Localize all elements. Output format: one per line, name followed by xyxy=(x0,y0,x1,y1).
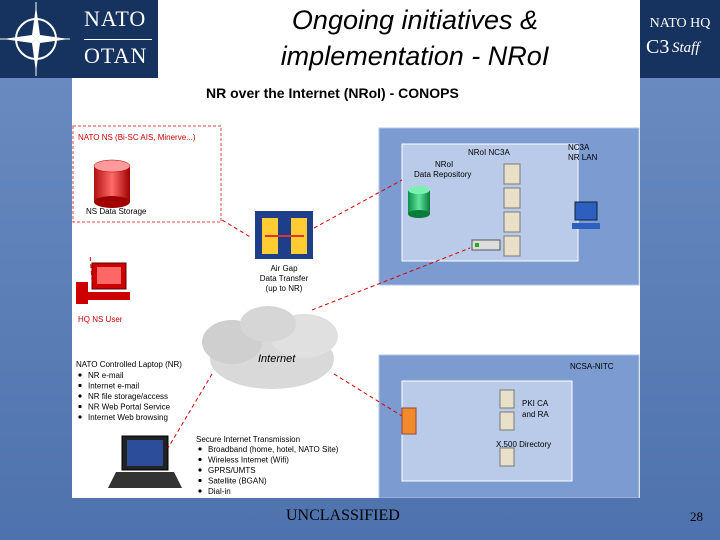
airgap-to-repo-arrow xyxy=(313,179,403,229)
logo-otan-text: OTAN xyxy=(84,43,148,68)
classification-label: UNCLASSIFIED xyxy=(286,507,400,524)
page-number: 28 xyxy=(690,509,703,524)
staff-label: Staff xyxy=(672,40,700,56)
bullet-icon xyxy=(78,404,82,409)
internet-cloud-icon xyxy=(202,306,338,389)
bullet-icon xyxy=(198,478,202,483)
nato-hq-badge: NATO HQ C3 Staff xyxy=(640,0,720,78)
x500-label: X.500 Directory xyxy=(496,440,551,449)
title-line-1: Ongoing initiatives & xyxy=(291,5,539,35)
header-bar: NATO OTAN Ongoing initiatives & implemen… xyxy=(0,0,720,78)
list-item: NR Web Portal Service xyxy=(88,403,171,412)
secure-transmission-list: Broadband (home, hotel, NATO Site) Wirele… xyxy=(198,445,339,496)
list-item: GPRS/UMTS xyxy=(208,466,256,475)
ncsa-label: NCSA-NITC xyxy=(570,362,614,371)
user-to-ns-arrow xyxy=(89,253,93,283)
diagram-heading: NR over the Internet (NRoI) - CONOPS xyxy=(206,85,459,101)
laptop-to-internet-arrow xyxy=(167,373,213,449)
air-gap-label-3: (up to NR) xyxy=(266,284,303,293)
slide-title: Ongoing initiatives & implementation - N… xyxy=(245,2,585,74)
repo-label-2: Data Repository xyxy=(414,170,471,179)
nc3a-workstation-icon xyxy=(572,201,600,229)
list-item: Satellite (BGAN) xyxy=(208,477,267,486)
list-item: NR file storage/access xyxy=(88,392,168,401)
bullet-icon xyxy=(78,383,82,388)
list-item: Wireless Internet (Wifi) xyxy=(208,456,289,465)
controlled-laptop-icon xyxy=(108,435,182,488)
list-item: Internet e-mail xyxy=(88,382,139,391)
pki-label-2: and RA xyxy=(522,410,549,419)
list-item: Internet Web browsing xyxy=(88,413,168,422)
internet-to-nc3a-arrow xyxy=(311,247,471,311)
bullet-icon xyxy=(198,447,202,451)
nr-lan-label: NR LAN xyxy=(568,153,598,162)
logo-divider xyxy=(84,39,152,40)
secure-title: Secure Internet Transmission xyxy=(196,435,300,444)
diagram-panel: NR over the Internet (NRoI) - CONOPS NAT… xyxy=(72,78,640,499)
bullet-icon xyxy=(198,457,202,462)
pki-label-1: PKI CA xyxy=(522,399,549,408)
nroi-nc3a-label: NRoI NC3A xyxy=(468,148,510,157)
title-line-2: implementation - NRoI xyxy=(280,41,550,71)
conops-diagram: NR over the Internet (NRoI) - CONOPS NAT… xyxy=(72,85,640,499)
nato-compass-icon xyxy=(0,2,70,76)
nato-ns-box xyxy=(72,125,222,223)
nc3a-label: NC3A xyxy=(568,143,590,152)
bullet-icon xyxy=(198,468,202,472)
laptop-title: NATO Controlled Laptop (NR) xyxy=(76,360,182,369)
hq-label: NATO HQ xyxy=(649,16,711,31)
hq-ns-user-label: HQ NS User xyxy=(78,315,123,324)
bullet-icon xyxy=(198,489,202,493)
c3-icon: C3 xyxy=(646,36,670,58)
nato-ns-label: NATO NS (Bi-SC AIS, Minerve...) xyxy=(78,133,196,142)
directory-server-icon xyxy=(499,447,515,467)
list-item: Broadband (home, hotel, NATO Site) xyxy=(208,445,339,454)
air-gap-label-1: Air Gap xyxy=(270,264,298,273)
internet-label: Internet xyxy=(258,353,296,365)
ncsa-inner-zone xyxy=(401,380,573,482)
air-gap-icon xyxy=(255,211,313,259)
logo-nato-text: NATO xyxy=(84,6,147,31)
ns-storage-label: NS Data Storage xyxy=(86,207,147,216)
bullet-icon xyxy=(78,394,82,398)
repo-label-1: NRoI xyxy=(435,160,453,169)
network-switch-icon xyxy=(471,239,501,251)
ns-to-airgap-arrow xyxy=(221,219,253,239)
pki-server-icon xyxy=(499,389,515,431)
nato-logo: NATO OTAN xyxy=(0,0,158,78)
repository-db-icon xyxy=(408,186,430,218)
air-gap-label-2: Data Transfer xyxy=(260,274,309,283)
server-rack-icon xyxy=(503,163,521,257)
internet-to-firewall-arrow xyxy=(333,373,403,417)
list-item: NR e-mail xyxy=(88,371,124,380)
bullet-icon xyxy=(78,373,82,377)
ns-storage-icon xyxy=(93,159,131,208)
list-item: Dial-in xyxy=(208,487,231,496)
connection-arrows xyxy=(89,179,471,449)
bullet-icon xyxy=(78,415,82,419)
firewall-icon xyxy=(401,407,417,435)
hq-ns-user-icon xyxy=(76,262,130,304)
